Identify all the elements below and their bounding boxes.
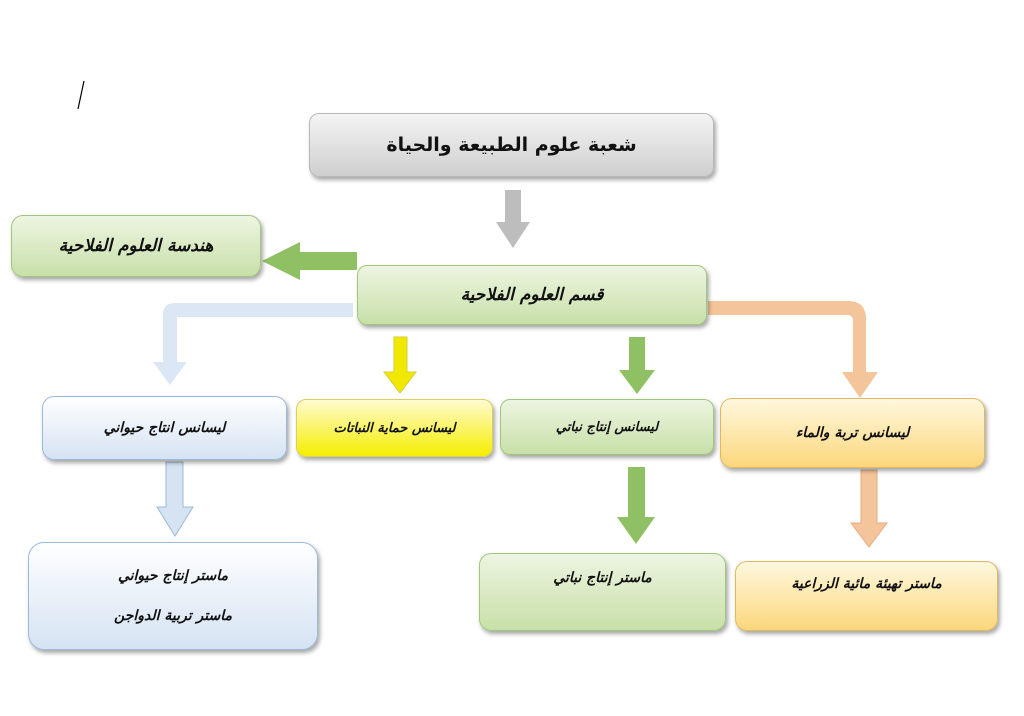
arrow-plant-to-master xyxy=(617,467,655,544)
arrow-agri-to-animal xyxy=(153,303,353,385)
arrow-department-to-agri xyxy=(496,190,530,248)
arrow-agri-to-engineering xyxy=(262,242,357,280)
arrow-agri-to-plant-protection xyxy=(382,336,418,394)
arrow-agri-to-plant-production xyxy=(619,337,655,394)
slash-mark xyxy=(77,80,85,110)
node-master-plant-label: ماستر إنتاج نباتي xyxy=(553,570,652,586)
arrow-agri-to-soil xyxy=(708,301,878,398)
node-master-plant: ماستر إنتاج نباتي xyxy=(479,553,726,631)
node-agri-sciences: قسم العلوم الفلاحية xyxy=(357,265,707,325)
node-master-irrigation: ماستر تهيئة مائية الزراعية xyxy=(735,561,998,631)
node-lic-animal: ليسانس انتاج حيواني xyxy=(42,396,287,460)
node-agri-engineering: هندسة العلوم الفلاحية xyxy=(11,215,261,277)
node-department-label: شعبة علوم الطبيعة والحياة xyxy=(386,134,637,156)
node-lic-soil-water-label: ليسانس تربة والماء xyxy=(795,425,910,441)
node-lic-animal-label: ليسانس انتاج حيواني xyxy=(103,420,226,436)
node-master-irrigation-label: ماستر تهيئة مائية الزراعية xyxy=(791,576,942,592)
node-master-animal: ماستر إنتاج حيواني ماستر تربية الدواجن xyxy=(28,542,318,650)
node-lic-soil-water: ليسانس تربة والماء xyxy=(720,398,985,468)
arrow-soil-to-master xyxy=(850,469,888,548)
node-agri-engineering-label: هندسة العلوم الفلاحية xyxy=(58,236,214,256)
node-master-animal-label-2: ماستر تربية الدواجن xyxy=(114,608,232,625)
node-agri-sciences-label: قسم العلوم الفلاحية xyxy=(460,285,604,305)
node-lic-plant-production: ليسانس إنتاج نباتي xyxy=(500,399,714,455)
node-master-animal-label-1: ماستر إنتاج حيواني xyxy=(117,567,229,584)
arrow-animal-to-master xyxy=(156,461,194,537)
node-department: شعبة علوم الطبيعة والحياة xyxy=(309,113,714,177)
node-lic-plant-protection-label: ليسانس حماية النباتات xyxy=(333,420,456,436)
node-lic-plant-protection: ليسانس حماية النباتات xyxy=(296,399,493,457)
node-lic-plant-production-label: ليسانس إنتاج نباتي xyxy=(555,419,659,435)
